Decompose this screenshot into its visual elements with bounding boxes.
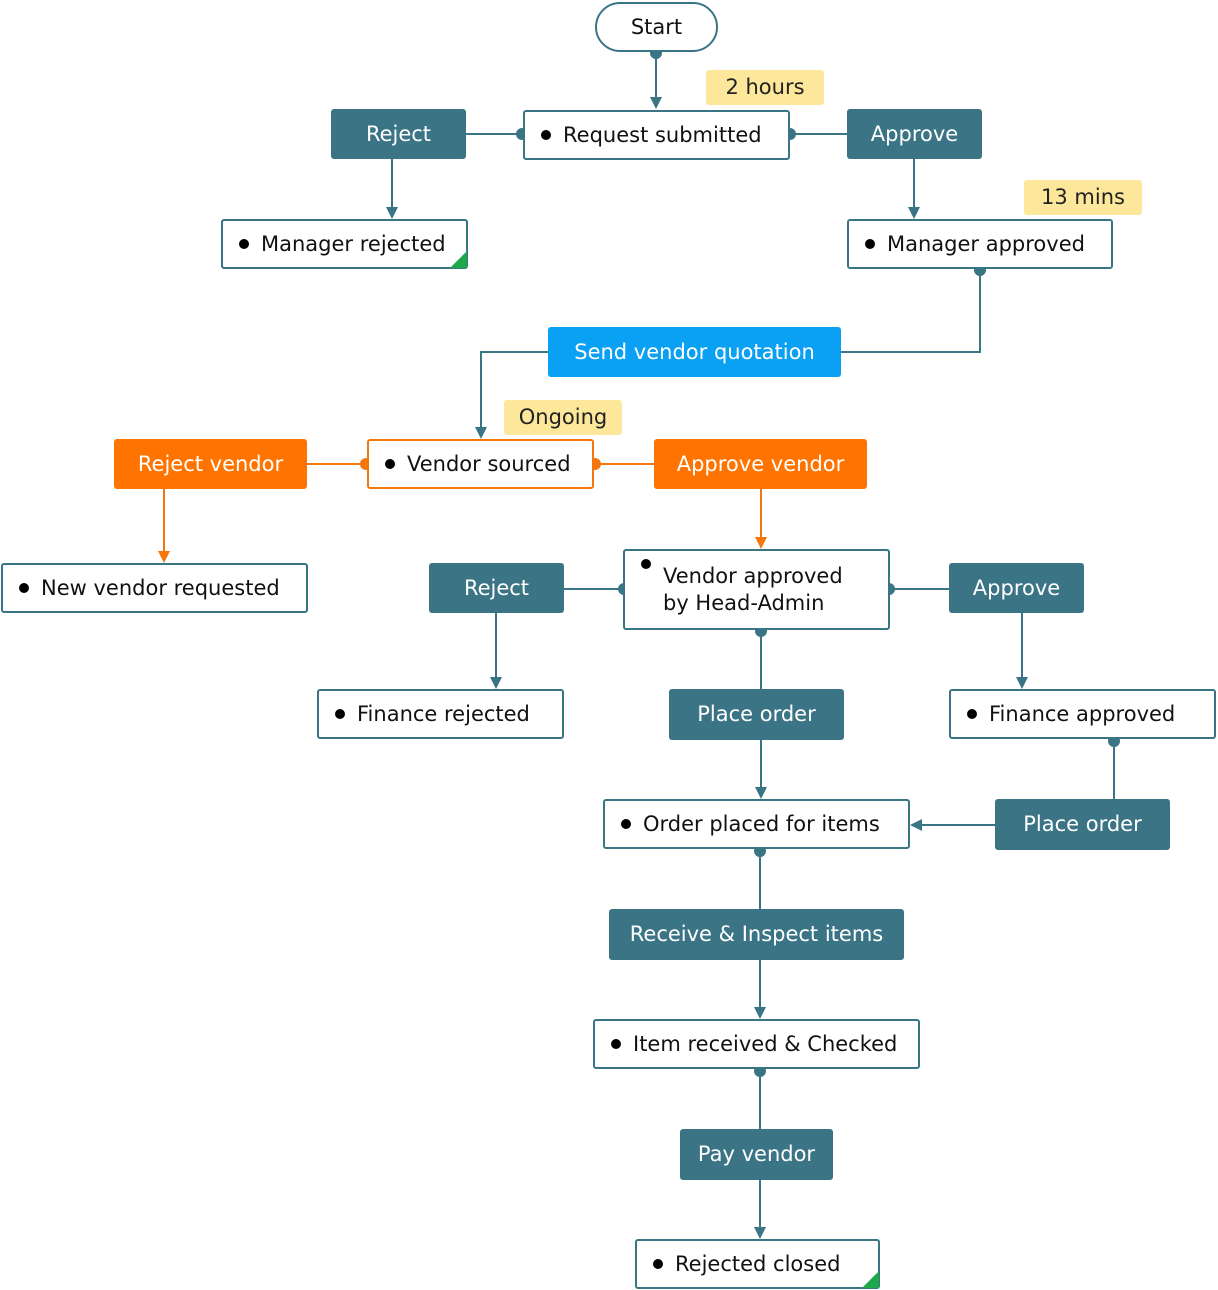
state-dot <box>611 1039 621 1049</box>
final-state-marker <box>862 1271 879 1288</box>
state-dot <box>19 583 29 593</box>
state-label: Request submitted <box>563 122 762 147</box>
status-badge-vendor: Ongoing <box>504 400 622 435</box>
state-manager-rejected[interactable]: Manager rejected <box>221 219 468 269</box>
reject-vendor-button[interactable]: Reject vendor <box>114 439 307 489</box>
state-manager-approved[interactable]: Manager approved <box>847 219 1113 269</box>
state-vendor-approved-by-head-admin[interactable]: Vendor approved by Head-Admin <box>623 549 890 630</box>
receive-inspect-items-button[interactable]: Receive & Inspect items <box>609 909 904 960</box>
approve-vendor-button[interactable]: Approve vendor <box>654 439 867 489</box>
state-label: Manager approved <box>887 231 1085 256</box>
state-dot <box>335 709 345 719</box>
state-label: Order placed for items <box>643 811 880 836</box>
state-label: Rejected closed <box>675 1251 841 1276</box>
state-vendor-sourced[interactable]: Vendor sourced <box>367 439 594 489</box>
place-order-finance-button[interactable]: Place order <box>995 799 1170 850</box>
state-rejected-closed[interactable]: Rejected closed <box>635 1239 880 1289</box>
start-label: Start <box>630 14 683 39</box>
state-order-placed-for-items[interactable]: Order placed for items <box>603 799 910 849</box>
state-dot <box>653 1259 663 1269</box>
state-label: Vendor sourced <box>407 451 571 476</box>
state-new-vendor-requested[interactable]: New vendor requested <box>1 563 308 613</box>
state-request-submitted[interactable]: Request submitted <box>523 110 790 160</box>
start-node[interactable]: Start <box>595 2 718 52</box>
state-finance-rejected[interactable]: Finance rejected <box>317 689 564 739</box>
state-dot <box>865 239 875 249</box>
state-dot <box>541 130 551 140</box>
finance-approve-button[interactable]: Approve <box>949 563 1084 613</box>
final-state-marker <box>450 251 467 268</box>
state-dot <box>621 819 631 829</box>
state-label: Item received & Checked <box>633 1031 898 1056</box>
approve-button[interactable]: Approve <box>847 109 982 159</box>
state-label: Finance rejected <box>357 701 530 726</box>
pay-vendor-button[interactable]: Pay vendor <box>680 1129 833 1180</box>
duration-badge-request: 2 hours <box>706 70 824 105</box>
place-order-button[interactable]: Place order <box>669 689 844 740</box>
reject-button[interactable]: Reject <box>331 109 466 159</box>
finance-reject-button[interactable]: Reject <box>429 563 564 613</box>
state-label: New vendor requested <box>41 575 280 600</box>
state-dot <box>641 559 651 569</box>
send-vendor-quotation-button[interactable]: Send vendor quotation <box>548 327 841 377</box>
state-dot <box>385 459 395 469</box>
state-label: Vendor approved by Head-Admin <box>663 564 843 615</box>
duration-badge-manager: 13 mins <box>1024 180 1142 215</box>
state-finance-approved[interactable]: Finance approved <box>949 689 1216 739</box>
state-label: Finance approved <box>989 701 1176 726</box>
state-dot <box>967 709 977 719</box>
state-label: Manager rejected <box>261 231 446 256</box>
state-dot <box>239 239 249 249</box>
state-item-received-checked[interactable]: Item received & Checked <box>593 1019 920 1069</box>
